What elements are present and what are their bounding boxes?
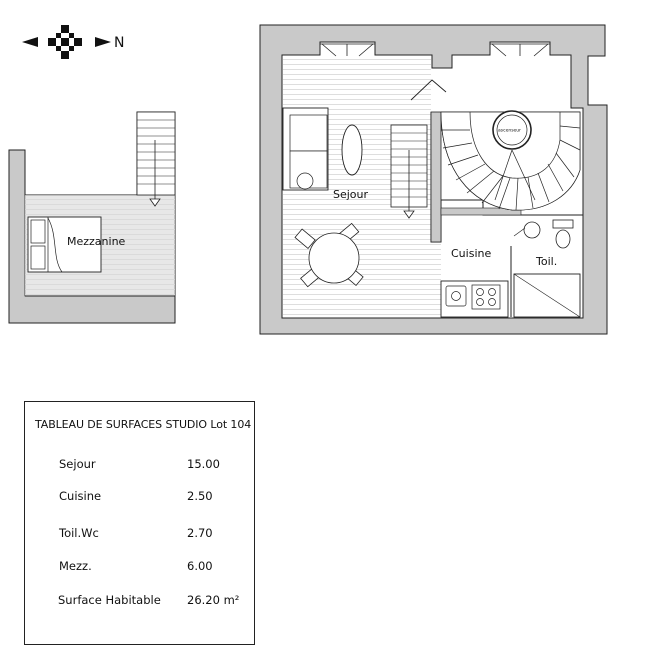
room-label-toilettes: Toil. <box>535 255 557 268</box>
surface-row: Sejour 15.00 <box>25 457 254 473</box>
surface-row-label: Cuisine <box>59 489 102 503</box>
dining-table-icon <box>294 222 364 288</box>
bed-icon <box>27 216 102 273</box>
mezzanine-plan: Mezzanine <box>8 111 176 324</box>
cooktop-icon <box>471 284 501 310</box>
apartment-plan: ascenseur Sejour Cuisine <box>259 24 608 335</box>
room-label-cuisine: Cuisine <box>451 247 491 260</box>
sofa-icon <box>282 107 329 191</box>
north-label: N <box>114 35 124 51</box>
surface-row-value: 2.50 <box>187 489 213 503</box>
room-label-sejour: Sejour <box>333 188 369 201</box>
room-label-mezzanine: Mezzanine <box>67 235 126 248</box>
surface-row-label: Mezz. <box>59 559 92 573</box>
surface-row: Mezz. 6.00 <box>25 559 254 575</box>
surface-row-value: 15.00 <box>187 457 220 471</box>
compass-rose: N <box>22 25 124 59</box>
washbasin-icon <box>523 221 541 239</box>
surface-row-value: 6.00 <box>187 559 213 573</box>
surface-table: TABLEAU DE SURFACES STUDIO Lot 104 Sejou… <box>24 401 255 645</box>
arrow-east-icon <box>95 37 111 47</box>
floor-plan: N Mezzanine <box>8 24 608 335</box>
coffee-table-icon <box>341 124 363 176</box>
surface-row: Cuisine 2.50 <box>25 489 254 505</box>
elevator-label: ascenseur <box>498 128 521 134</box>
surface-row-label: Toil.Wc <box>59 526 99 540</box>
windows <box>320 43 550 57</box>
arrow-west-icon <box>22 37 38 47</box>
elevator-icon: ascenseur <box>492 110 532 150</box>
mezzanine-stairs <box>136 111 176 196</box>
toilet-icon <box>552 219 574 249</box>
surface-total-row: Surface Habitable 26.20 m² <box>25 593 254 609</box>
surface-total-label: Surface Habitable <box>58 593 161 607</box>
surface-row-label: Sejour <box>59 457 96 471</box>
surface-row-value: 2.70 <box>187 526 213 540</box>
surface-row: Toil.Wc 2.70 <box>25 526 254 542</box>
surface-total-value: 26.20 m² <box>187 593 240 607</box>
surface-table-title: TABLEAU DE SURFACES STUDIO Lot 104 <box>35 418 252 431</box>
